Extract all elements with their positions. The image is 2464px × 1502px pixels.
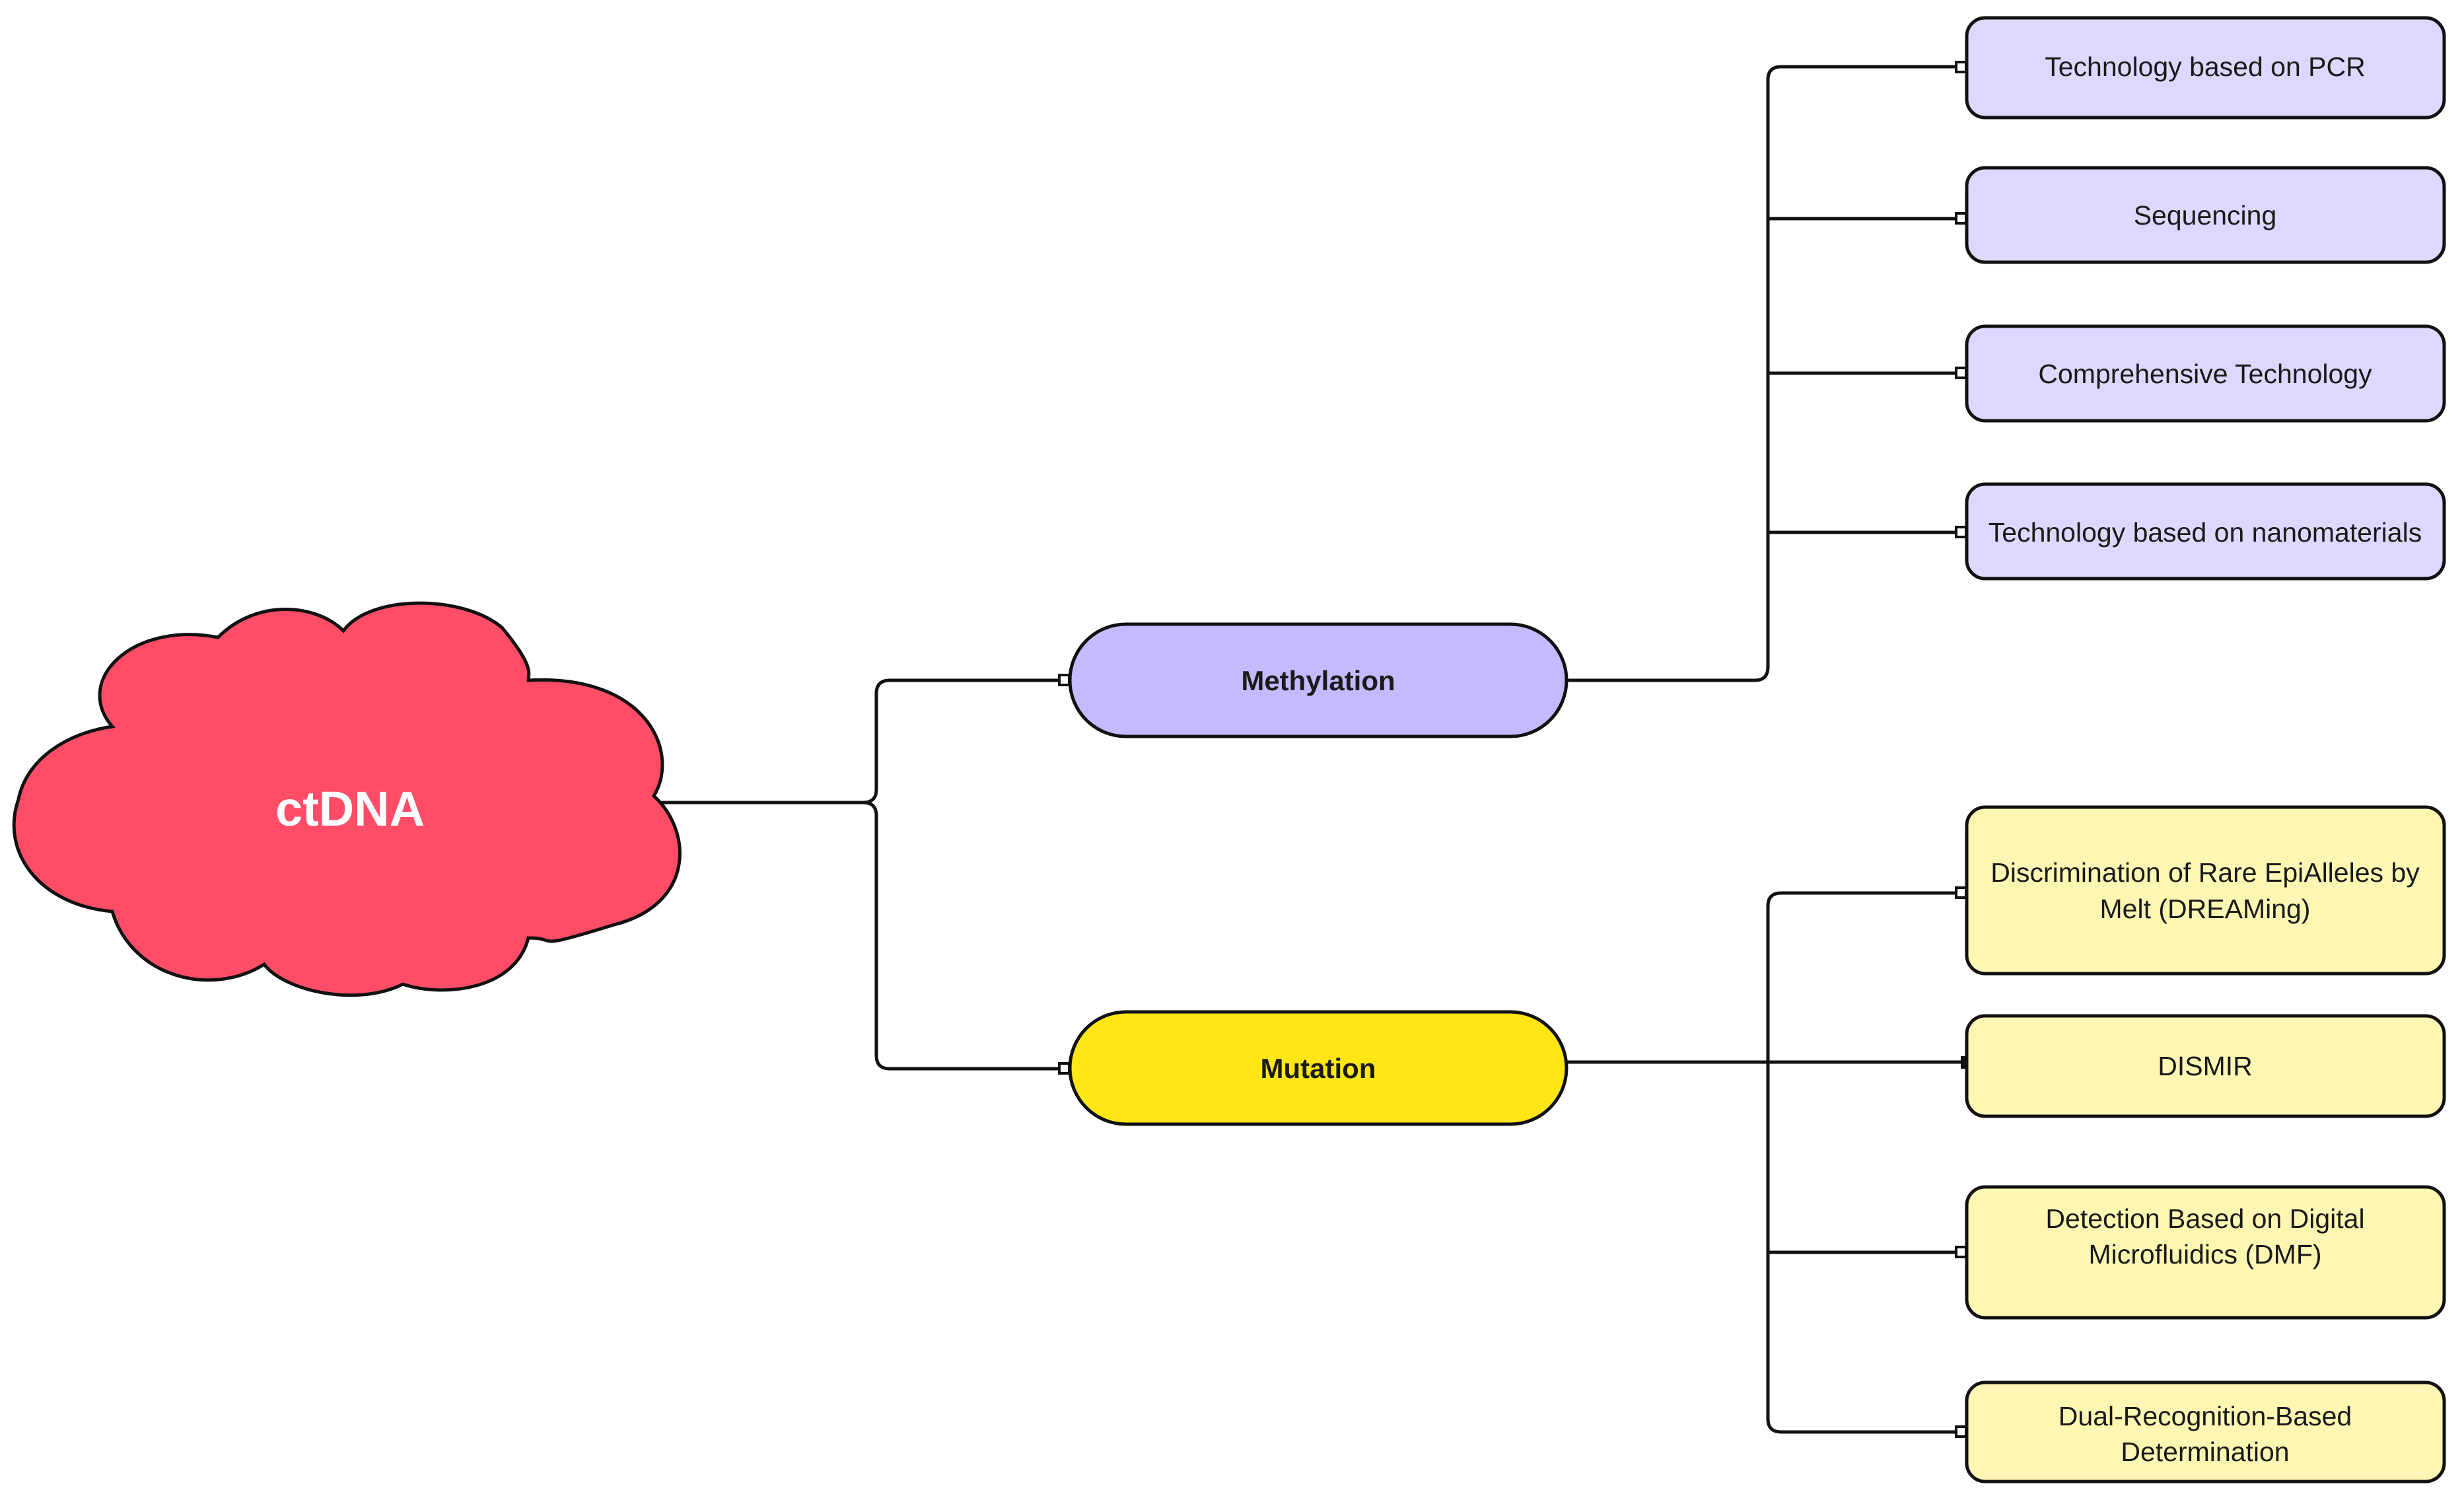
port-mutation (1058, 1062, 1071, 1075)
leaf-technology-based-on-pcr: Technology based on PCR (1965, 16, 2446, 120)
leaf-box (1965, 1185, 2446, 1320)
methylation-leaves: Technology based on PCR Sequencing Compr… (1965, 16, 2446, 581)
branch-node-methylation: Methylation (1068, 622, 1568, 738)
leaf-box (1965, 1380, 2446, 1484)
branch-mutation-box (1068, 1010, 1568, 1126)
port-mu-leaf-1 (1955, 886, 1967, 899)
branch-mutation-label: Mutation (1261, 1053, 1376, 1084)
connector-root-methylation (654, 678, 1065, 805)
leaf-dual-recognition: Dual-Recognition-Based Determination (1965, 1380, 2446, 1484)
connectors (654, 65, 1967, 1434)
port-m-leaf-3 (1955, 367, 1967, 379)
leaf-label-line-2: Determination (2121, 1437, 2289, 1467)
branch-node-mutation: Mutation (1068, 1010, 1568, 1126)
leaf-dismir: DISMIR (1965, 1014, 2446, 1118)
root-cloud-shape (12, 601, 682, 997)
root-label: ctDNA (275, 781, 425, 836)
connector-root-mutation (862, 801, 1065, 1071)
leaf-label-line-1: Dual-Recognition-Based (2059, 1401, 2352, 1431)
port-m-leaf-2 (1955, 212, 1967, 225)
port-methylation (1058, 674, 1071, 686)
leaf-box (1965, 805, 2446, 976)
root-node: ctDNA (12, 601, 682, 997)
connector-ports (1058, 61, 1973, 1438)
leaf-label: DISMIR (2158, 1051, 2253, 1081)
branch-methylation-box (1068, 622, 1568, 738)
leaf-box (1965, 166, 2446, 264)
leaf-dmf: Detection Based on Digital Microfluidics… (1965, 1185, 2446, 1320)
leaf-box (1965, 324, 2446, 423)
leaf-label: Comprehensive Technology (2038, 359, 2372, 389)
leaf-label-line-1: Discrimination of Rare EpiAlleles by (1990, 857, 2420, 888)
leaf-dreaming: Discrimination of Rare EpiAlleles by Mel… (1965, 805, 2446, 976)
port-mu-leaf-3 (1955, 1246, 1967, 1258)
leaf-label-line-2: Melt (DREAMing) (2100, 894, 2311, 924)
mutation-leaves: Discrimination of Rare EpiAlleles by Mel… (1965, 805, 2446, 1484)
port-mu-leaf-4 (1955, 1425, 1967, 1438)
leaf-label-line-2: Microfluidics (DMF) (2088, 1239, 2321, 1270)
branch-methylation-label: Methylation (1241, 665, 1395, 696)
leaf-sequencing: Sequencing (1965, 166, 2446, 264)
leaf-box (1965, 482, 2446, 581)
leaf-label: Technology based on nanomaterials (1989, 517, 2422, 548)
leaf-box (1965, 1014, 2446, 1118)
leaf-comprehensive-technology: Comprehensive Technology (1965, 324, 2446, 423)
leaf-label: Technology based on PCR (2045, 52, 2365, 82)
connector-mutation-trunk (1766, 891, 1961, 1434)
leaf-box (1965, 16, 2446, 120)
port-m-leaf-4 (1955, 526, 1967, 538)
port-m-leaf-1 (1955, 61, 1967, 73)
leaf-label: Sequencing (2134, 200, 2277, 231)
leaf-technology-based-on-nanomaterials: Technology based on nanomaterials (1965, 482, 2446, 581)
leaf-label-line-1: Detection Based on Digital (2045, 1203, 2364, 1234)
